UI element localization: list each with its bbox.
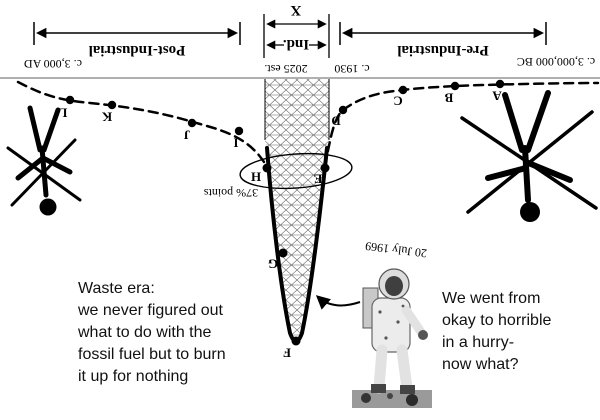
dot-D	[338, 105, 348, 115]
upside-down-farmer-icon	[6, 105, 82, 216]
date-2025-est: 2025 est.	[264, 62, 307, 76]
upside-down-hunter-icon	[460, 90, 598, 222]
dot-A	[495, 79, 505, 89]
dot-F	[291, 336, 301, 346]
industrial-extent	[263, 14, 330, 58]
moon-landing-date-label: 20 July 1969	[364, 239, 427, 260]
percent-points-label: 37% points	[204, 186, 259, 200]
percent-points-ellipse	[239, 152, 353, 190]
astronaut-arrow	[315, 295, 361, 310]
dashed-curve-right	[323, 81, 600, 168]
curve-point-label: K	[101, 109, 112, 124]
dot-C	[398, 85, 408, 95]
hurry-line: We went from	[442, 290, 541, 307]
dot-J	[187, 118, 197, 128]
date-3000-ad: c. 3,000 AD	[24, 57, 82, 71]
curve-point-labels: A B C D E F G H I J K L	[58, 88, 501, 360]
waste-era-line: we never figured out	[78, 302, 223, 319]
waste-era-line: fossil fuel but to burn	[78, 346, 226, 363]
curve-point-label: F	[283, 345, 291, 360]
hurry-line: in a hurry-	[442, 334, 515, 351]
curve-point-label: A	[492, 88, 502, 103]
curve-point-dots	[65, 79, 505, 346]
astronaut-icon	[352, 268, 432, 408]
curve-point-label: E	[314, 171, 323, 186]
dot-B	[450, 81, 460, 91]
dot-L	[65, 95, 75, 105]
curve-point-label: B	[444, 90, 453, 105]
curve-point-label: I	[233, 135, 238, 150]
hurry-line: now what?	[442, 356, 519, 373]
industrial-extent-label: X	[290, 2, 301, 18]
curve-point-label: C	[393, 93, 402, 108]
dot-I	[234, 126, 244, 136]
curve-point-label: D	[331, 113, 340, 128]
dot-G	[278, 248, 288, 258]
hurry-line: okay to horrible	[442, 312, 552, 329]
hurry-note: We went from okay to horrible in a hurry…	[442, 288, 592, 376]
curve-point-label: J	[183, 127, 190, 142]
waste-era-line: what to do with the	[78, 324, 212, 341]
curve-point-label: H	[251, 169, 261, 184]
waste-era-line: Waste era:	[78, 280, 155, 297]
dot-K	[107, 100, 117, 110]
curve-point-label: G	[268, 256, 278, 271]
industrial-label: Ind.	[283, 36, 310, 52]
date-1930: c. 1930	[334, 62, 369, 76]
waste-era-line: it up for nothing	[78, 368, 189, 385]
pre-industrial-label: Pre-Industrial	[397, 42, 488, 58]
curve-point-label: L	[58, 105, 67, 120]
date-3000000-bc: c. 3,000,000 BC	[517, 55, 595, 69]
dot-H	[262, 163, 272, 173]
waste-era-note: Waste era: we never figured out what to …	[78, 278, 278, 388]
post-industrial-extent	[33, 22, 241, 45]
dot-E	[320, 163, 330, 173]
post-industrial-label: Post-Industrial	[89, 42, 186, 58]
pre-industrial-extent	[339, 22, 547, 45]
